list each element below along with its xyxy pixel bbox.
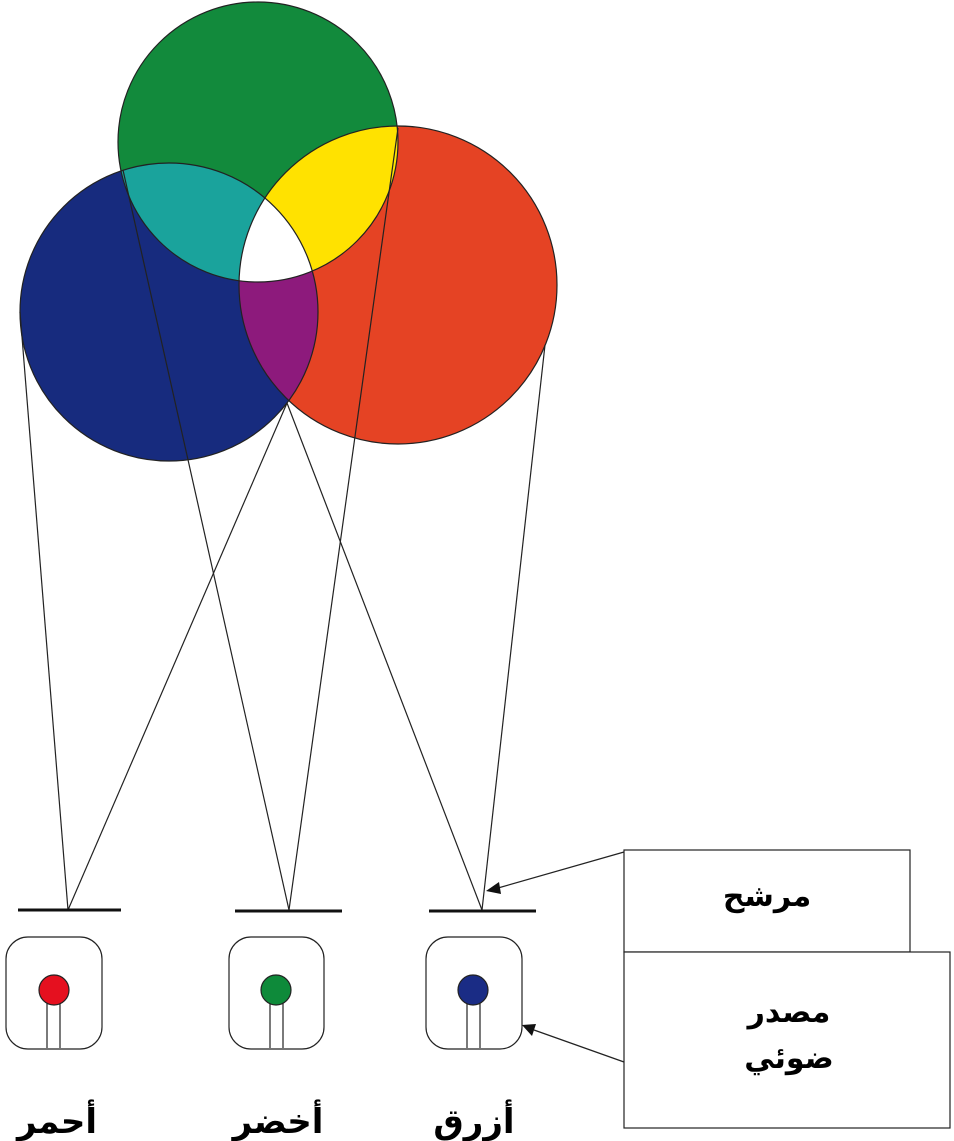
projection-line: [19, 311, 69, 911]
light-source-callout-box: [623, 951, 951, 1129]
lamp-blue: [425, 936, 523, 1050]
bulb-red: [38, 974, 70, 1006]
lamp-green: [228, 936, 325, 1050]
filter-callout-box: [623, 849, 911, 953]
lamp-label-red: أحمر: [15, 1099, 97, 1141]
projection-line: [286, 402, 483, 911]
projection-line: [481, 344, 546, 911]
red-circle-outline: [238, 125, 558, 445]
bulb-green: [260, 974, 292, 1006]
green-blue-overlap: [118, 163, 318, 282]
light-source-arrowhead-icon: [522, 1024, 536, 1036]
filter-callout-label: مرشح: [723, 879, 811, 914]
projection-line: [122, 169, 290, 911]
bulb-blue: [457, 974, 489, 1006]
projection-line: [67, 402, 288, 911]
lamp-label-blue: أزرق: [433, 1099, 514, 1141]
light-source-label-line2: ضوئي: [744, 1041, 833, 1076]
red-green-overlap: [239, 126, 398, 282]
light-source-label-line1: مصدر: [746, 995, 831, 1030]
lamp-red: [5, 936, 103, 1050]
filter-arrowhead-icon: [486, 882, 501, 894]
green-circle-outline: [117, 1, 399, 283]
light-source-pointer-line: [533, 1029, 625, 1063]
projection-line: [288, 127, 399, 911]
lamp-label-green: أخضر: [231, 1099, 324, 1141]
filter-pointer-line: [497, 851, 625, 889]
